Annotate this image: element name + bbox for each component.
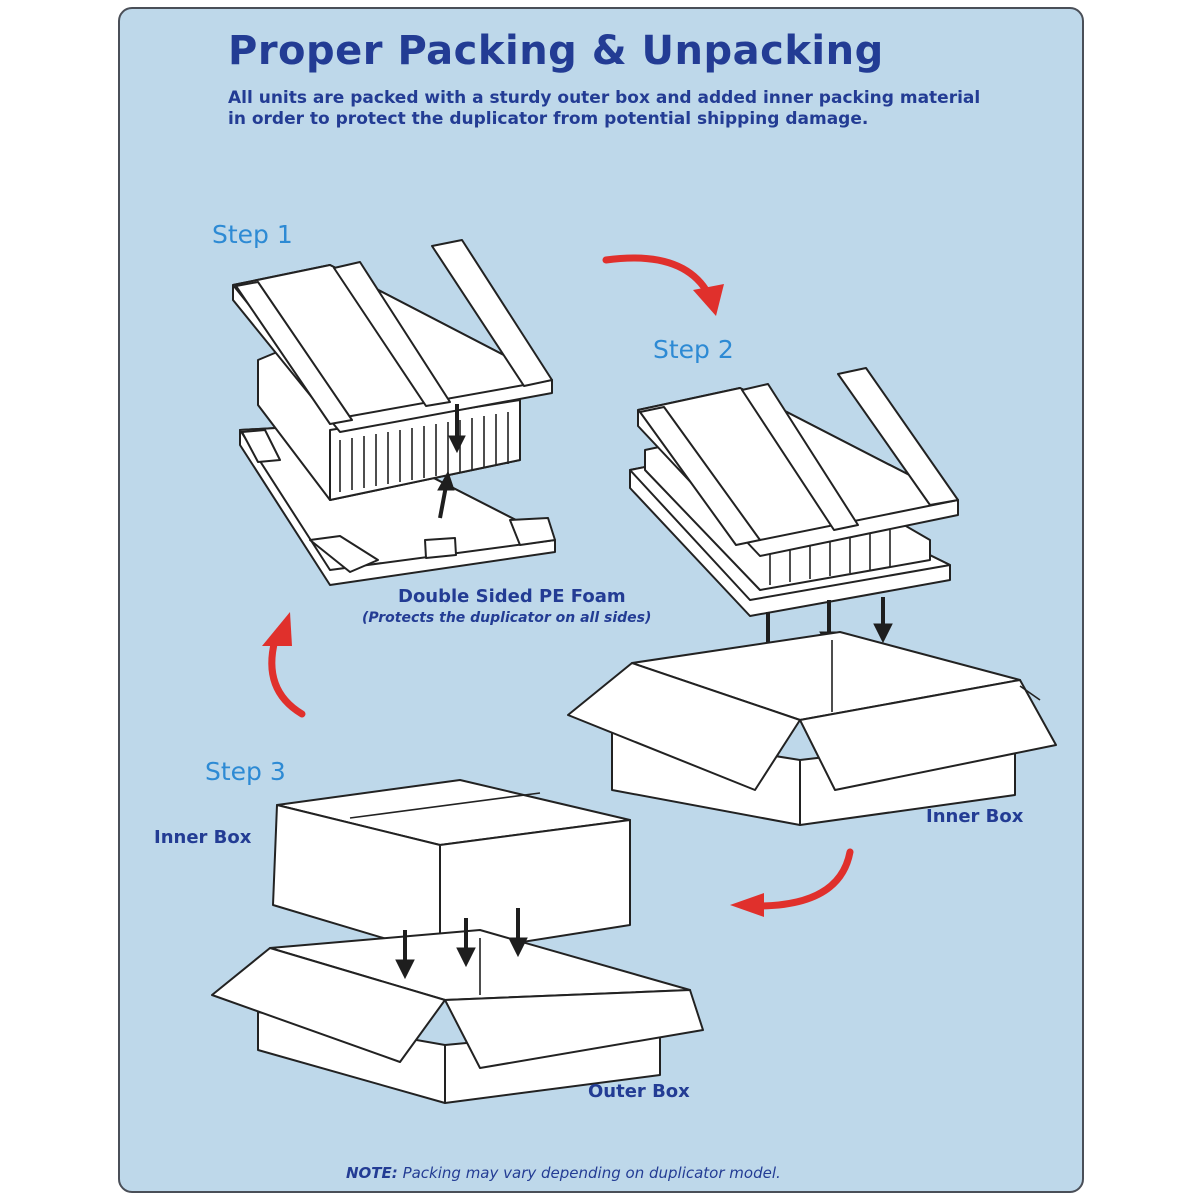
foam-sublabel: (Protects the duplicator on all sides) (362, 610, 652, 626)
step1-label: Step 1 (212, 220, 293, 249)
outer-box-open-illustration (211, 908, 704, 1104)
outer-box-label: Outer Box (588, 1081, 690, 1102)
inner-box-label-step3: Inner Box (154, 827, 252, 848)
intro-text: All units are packed with a sturdy outer… (228, 88, 981, 129)
inner-box-open-illustration (567, 631, 1057, 826)
step1-foam-illustration (232, 239, 556, 586)
step2-label: Step 2 (653, 335, 734, 364)
footnote: NOTE: Packing may vary depending on dupl… (346, 1164, 781, 1182)
foam-label: Double Sided PE Foam (398, 586, 626, 607)
inner-box-label-step2: Inner Box (926, 806, 1024, 827)
cycle-arrow-step2-to-step3 (730, 848, 854, 917)
note-prefix: NOTE: (346, 1164, 398, 1182)
step3-label: Step 3 (205, 757, 286, 786)
step2-foam-illustration (629, 367, 959, 664)
note-text: Packing may vary depending on duplicator… (397, 1164, 781, 1182)
cycle-arrow-step1-to-step2 (602, 254, 724, 316)
inner-box-closed-illustration (272, 779, 631, 956)
cycle-arrow-step3-to-step1 (262, 612, 306, 718)
page-title: Proper Packing & Unpacking (228, 28, 884, 74)
